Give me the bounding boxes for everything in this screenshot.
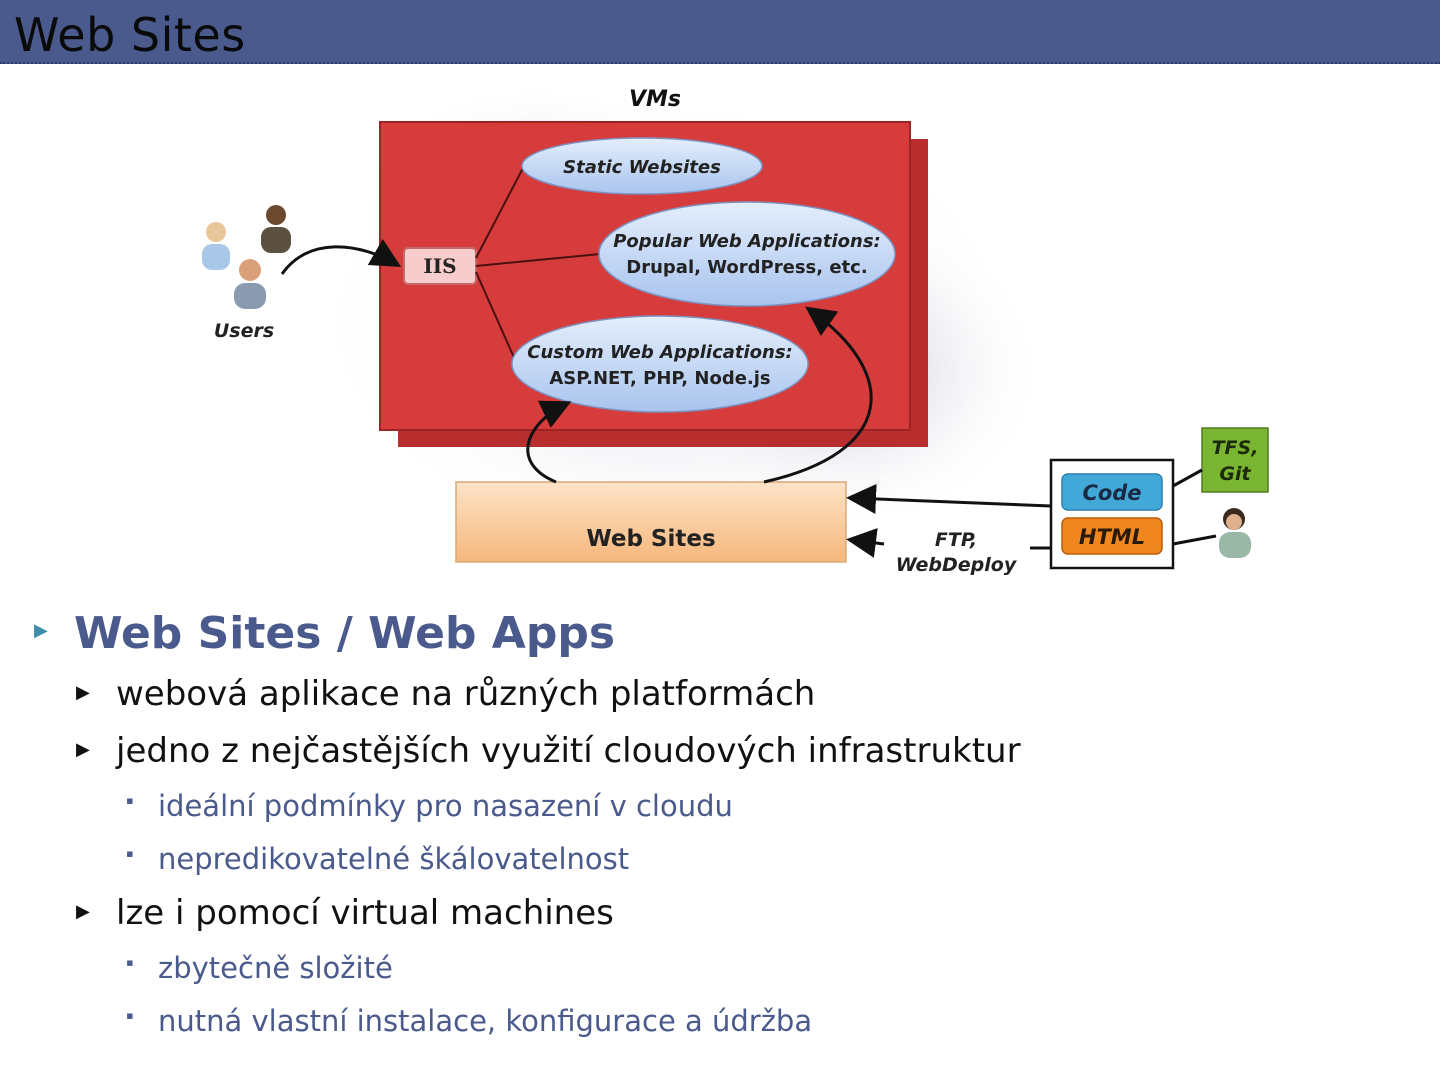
custom-apps-ellipse xyxy=(511,315,809,413)
bullet-item-3: lze i pomocí virtual machines xyxy=(116,893,614,933)
popular-apps-line1: Popular Web Applications: xyxy=(613,231,881,252)
bullet-item-2-sub-2: nepredikovatelné škálovatelnost xyxy=(158,842,630,876)
code-box xyxy=(1061,473,1163,511)
web-sites-box-label: Web Sites xyxy=(586,526,715,552)
bullet-arrow-icon: ▶ xyxy=(76,901,90,921)
ftp-label-line2: WebDeploy xyxy=(896,554,1018,576)
websites-to-popular-arrow xyxy=(763,306,873,484)
bullet-square-icon: ▪ xyxy=(126,1003,134,1028)
web-sites-diagram: VMs Users IIS Static Websites Popular We… xyxy=(202,82,1269,576)
html-label: HTML xyxy=(1079,525,1145,549)
websites-to-custom-arrow xyxy=(526,400,572,484)
tfs-git-line1: TFS, xyxy=(1212,437,1259,459)
developer-icon xyxy=(1219,508,1251,558)
tfs-git-box xyxy=(1201,427,1269,493)
slide-title: Web Sites xyxy=(14,8,246,62)
bullet-arrow-icon: ▶ xyxy=(76,682,90,702)
code-to-websites-arrow xyxy=(846,483,1052,514)
popular-apps-line2: Drupal, WordPress, etc. xyxy=(626,257,867,278)
custom-apps-line2: ASP.NET, PHP, Node.js xyxy=(549,368,770,389)
code-label: Code xyxy=(1082,481,1141,505)
html-box xyxy=(1061,517,1163,555)
bullet-arrow-icon: ▶ xyxy=(76,739,90,759)
bullet-item-3-sub-2: nutná vlastní instalace, konfigurace a ú… xyxy=(158,1004,813,1038)
custom-apps-line1: Custom Web Applications: xyxy=(527,342,793,363)
bullet-square-icon: ▪ xyxy=(126,950,134,975)
ftp-label-line1: FTP, xyxy=(935,529,977,551)
users-icon xyxy=(202,205,291,309)
bullet-square-icon: ▪ xyxy=(126,841,134,866)
ftp-to-websites-arrow xyxy=(846,528,885,558)
bullet-item-2-sub-1: ideální podmínky pro nasazení v cloudu xyxy=(158,789,733,823)
popular-apps-ellipse xyxy=(598,201,896,307)
vms-label: VMs xyxy=(629,87,681,112)
users-label: Users xyxy=(214,320,274,342)
web-sites-box xyxy=(455,481,847,563)
bullet-item-1: webová aplikace na různých platformách xyxy=(116,674,816,714)
bullet-item-2: jedno z nejčastějších využití cloudových… xyxy=(116,731,1021,771)
bullet-heading: Web Sites / Web Apps xyxy=(74,608,616,659)
tfs-git-line2: Git xyxy=(1219,463,1251,485)
title-bar: Web Sites xyxy=(0,0,1440,64)
bullet-arrow-icon: ▶ xyxy=(34,620,48,640)
bullet-square-icon: ▪ xyxy=(126,788,134,813)
static-websites-label: Static Websites xyxy=(563,157,721,178)
users-to-iis-arrow xyxy=(280,238,402,275)
bullet-item-3-sub-1: zbytečně složité xyxy=(158,951,393,985)
static-websites-ellipse xyxy=(521,137,763,195)
iis-label: IIS xyxy=(423,254,456,278)
